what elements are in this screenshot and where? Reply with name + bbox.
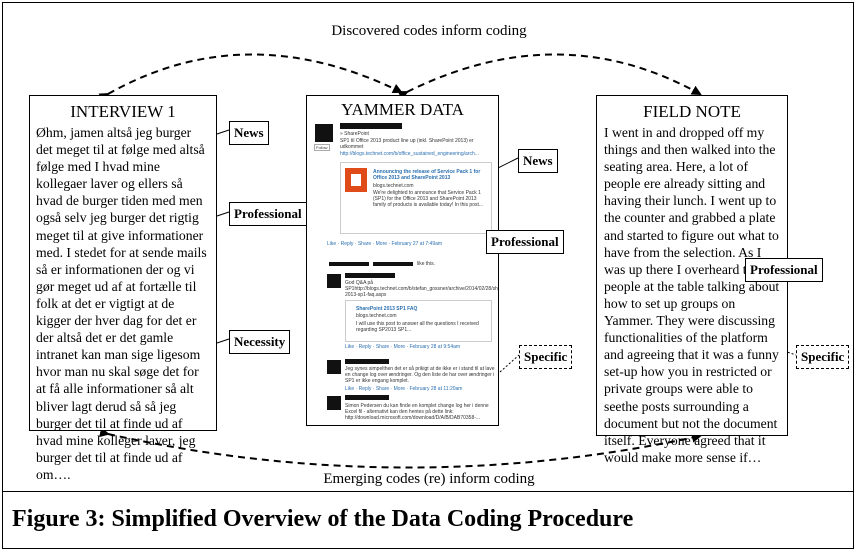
bottom-label: Emerging codes (re) inform coding: [323, 471, 535, 487]
card-title: SharePoint 2013 SP1 FAQ: [356, 306, 418, 312]
link-card[interactable]: Announcing the release of Service Pack 1…: [340, 162, 492, 234]
code-tag-professional: Professional: [745, 258, 823, 282]
card-source: blogs.technet.com: [356, 313, 397, 319]
card-description: I will use this post to answer all the q…: [356, 321, 479, 333]
post-link[interactable]: http://blogs.technet.com/b/office_sustai…: [340, 151, 479, 157]
figure-frame: [2, 2, 854, 492]
redacted-name: [345, 395, 389, 400]
interview-text: Øhm, jamen altså jeg burger det meget ti…: [36, 125, 207, 482]
avatar: [327, 274, 341, 288]
field-note-title: FIELD NOTE: [643, 102, 741, 121]
reply-actions[interactable]: Like · Reply · Share · More · February 2…: [345, 386, 463, 392]
link-card[interactable]: SharePoint 2013 SP1 FAQ blogs.technet.co…: [345, 300, 492, 342]
card-description: We're delighted to announce that Service…: [373, 190, 484, 208]
reply-actions[interactable]: Like · Reply · Share · More · February 2…: [345, 344, 461, 350]
avatar: [327, 396, 341, 410]
code-tag-news: News: [518, 149, 558, 173]
interview-title: INTERVIEW 1: [70, 102, 176, 121]
figure-caption: Figure 3: Simplified Overview of the Dat…: [12, 506, 634, 532]
code-tag-specific: Specific: [519, 345, 573, 369]
field-note-text: I went in and dropped off my things and …: [604, 125, 780, 465]
likes-text: like this.: [417, 261, 436, 267]
redacted-name: [345, 273, 395, 278]
code-tag-news: News: [229, 121, 269, 145]
code-tag-specific: Specific: [796, 345, 850, 369]
redacted-name: [345, 359, 389, 364]
redacted-name: [340, 123, 402, 129]
top-right-arc: [397, 53, 702, 101]
reply-text: God Q&A på SP1http://blogs.technet.com/b…: [345, 280, 498, 298]
reply-text: Jeg synes simpelthen det er så prikigt a…: [345, 366, 495, 384]
code-tag-professional: Professional: [229, 202, 307, 226]
avatar: [327, 360, 341, 374]
card-source: blogs.technet.com: [373, 183, 414, 189]
interview-panel: INTERVIEW 1 Øhm, jamen altså jeg burger …: [29, 95, 217, 482]
post-actions[interactable]: Like · Reply · Share · More · February 2…: [327, 241, 443, 247]
yammer-title: YAMMER DATA: [341, 100, 464, 119]
redacted-name: [329, 262, 369, 266]
code-tag-professional: Professional: [486, 230, 564, 254]
top-label: Discovered codes inform coding: [331, 23, 527, 39]
code-tag-necessity: Necessity: [229, 330, 291, 354]
office-icon: [345, 168, 367, 192]
top-left-arc: [98, 53, 403, 103]
avatar: [315, 124, 333, 142]
reply-text: Simon Pedersen du kan finde en komplet c…: [345, 403, 489, 421]
card-title: Announcing the release of Service Pack 1…: [373, 169, 481, 181]
bottom-arc: [99, 427, 702, 469]
follow-button[interactable]: Follow: [314, 144, 330, 151]
field-note-panel: FIELD NOTE I went in and dropped off my …: [596, 95, 788, 465]
redacted-name: [373, 262, 413, 266]
post-group: » SharePoint: [340, 131, 369, 137]
yammer-panel: YAMMER DATA Follow » SharePoint SP1 til …: [306, 95, 499, 426]
post-text: SP1 til Office 2013 product line up (ink…: [340, 138, 474, 150]
caption-frame: [2, 491, 854, 549]
